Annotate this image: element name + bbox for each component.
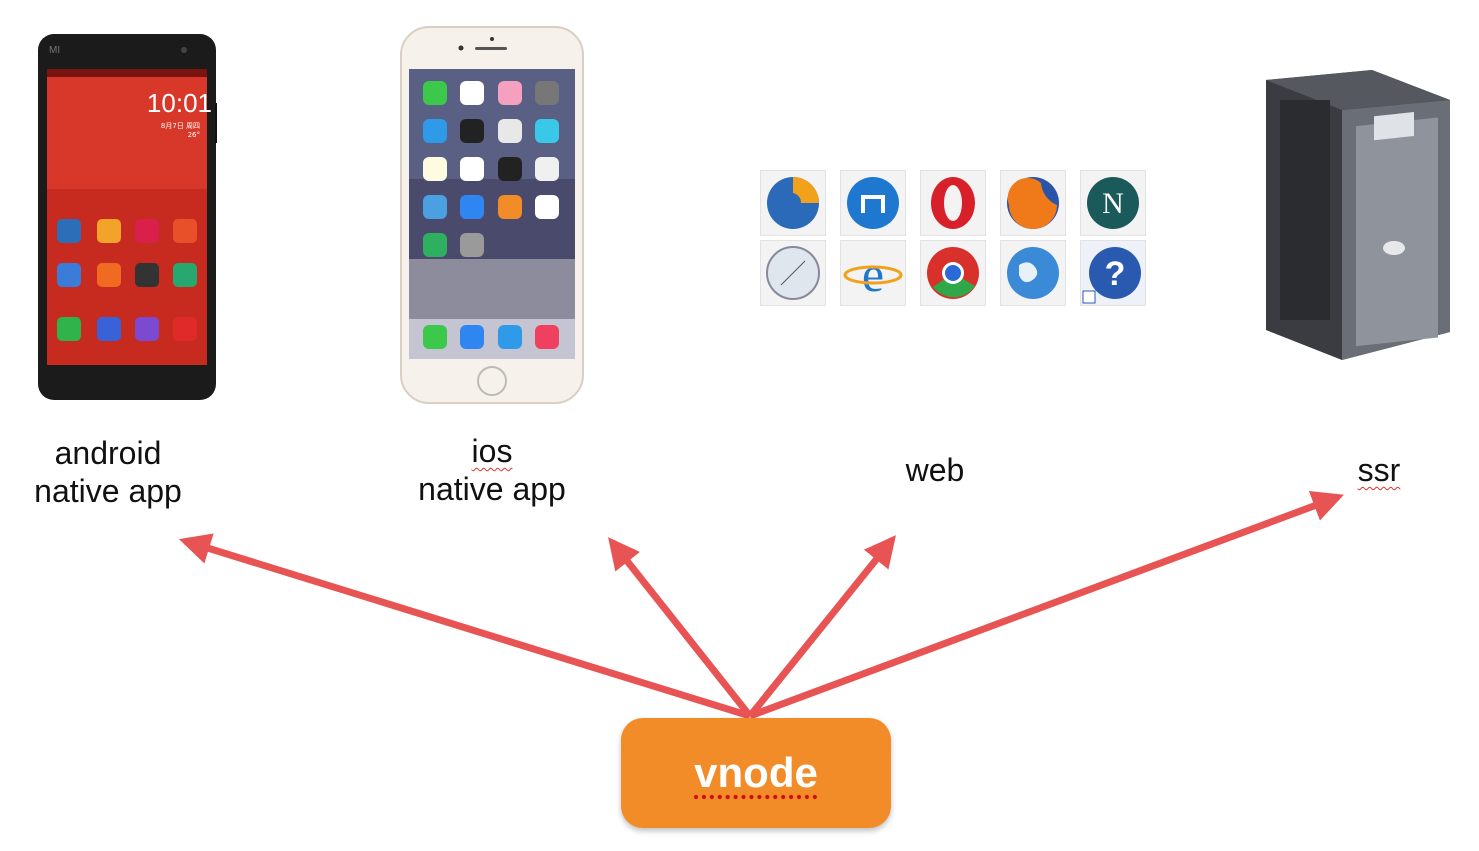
browser-tile-10: ? xyxy=(1080,240,1146,306)
label-ios-line1: ios xyxy=(471,433,513,469)
label-android-line2: native app xyxy=(34,473,182,509)
browser-tile-1 xyxy=(760,170,826,236)
browser-tile-4 xyxy=(1000,170,1066,236)
arrow-to-ios xyxy=(608,537,753,719)
arrow-to-web xyxy=(747,535,896,719)
arrow-to-ssr xyxy=(748,491,1344,720)
browser-tile-8 xyxy=(920,240,986,306)
svg-text:?: ? xyxy=(1105,255,1126,293)
label-android-line1: android xyxy=(54,435,162,471)
label-ios-line2: native app xyxy=(418,471,566,507)
arrow-to-android xyxy=(178,533,752,720)
android-clock-temp: 26° xyxy=(187,131,200,139)
vnode-box: vnode xyxy=(621,718,891,828)
label-ssr: ssr xyxy=(1329,451,1429,489)
android-clock-time: 10:01 xyxy=(146,88,212,118)
svg-text:N: N xyxy=(1102,187,1124,220)
server-tower-icon xyxy=(1262,70,1452,362)
svg-text:e: e xyxy=(862,246,884,302)
android-clock-date: 8月7日 周四 xyxy=(160,122,200,130)
browser-tile-3 xyxy=(920,170,986,236)
android-phone-icon: MI xyxy=(37,33,219,401)
vnode-label: vnode xyxy=(694,749,818,796)
label-web: web xyxy=(905,452,965,488)
browser-tile-9 xyxy=(1000,240,1066,306)
browser-icons-grid: N e ? xyxy=(760,170,1152,310)
label-ios: ios native app xyxy=(392,432,592,508)
browser-tile-6 xyxy=(760,240,826,306)
iphone-icon xyxy=(399,25,585,405)
label-ssr-text: ssr xyxy=(1357,452,1401,488)
svg-text:MI: MI xyxy=(49,45,60,56)
browser-tile-2 xyxy=(840,170,906,236)
browser-tile-7: e xyxy=(840,240,906,306)
label-android: android native app xyxy=(8,434,208,510)
browser-tile-5: N xyxy=(1080,170,1146,236)
